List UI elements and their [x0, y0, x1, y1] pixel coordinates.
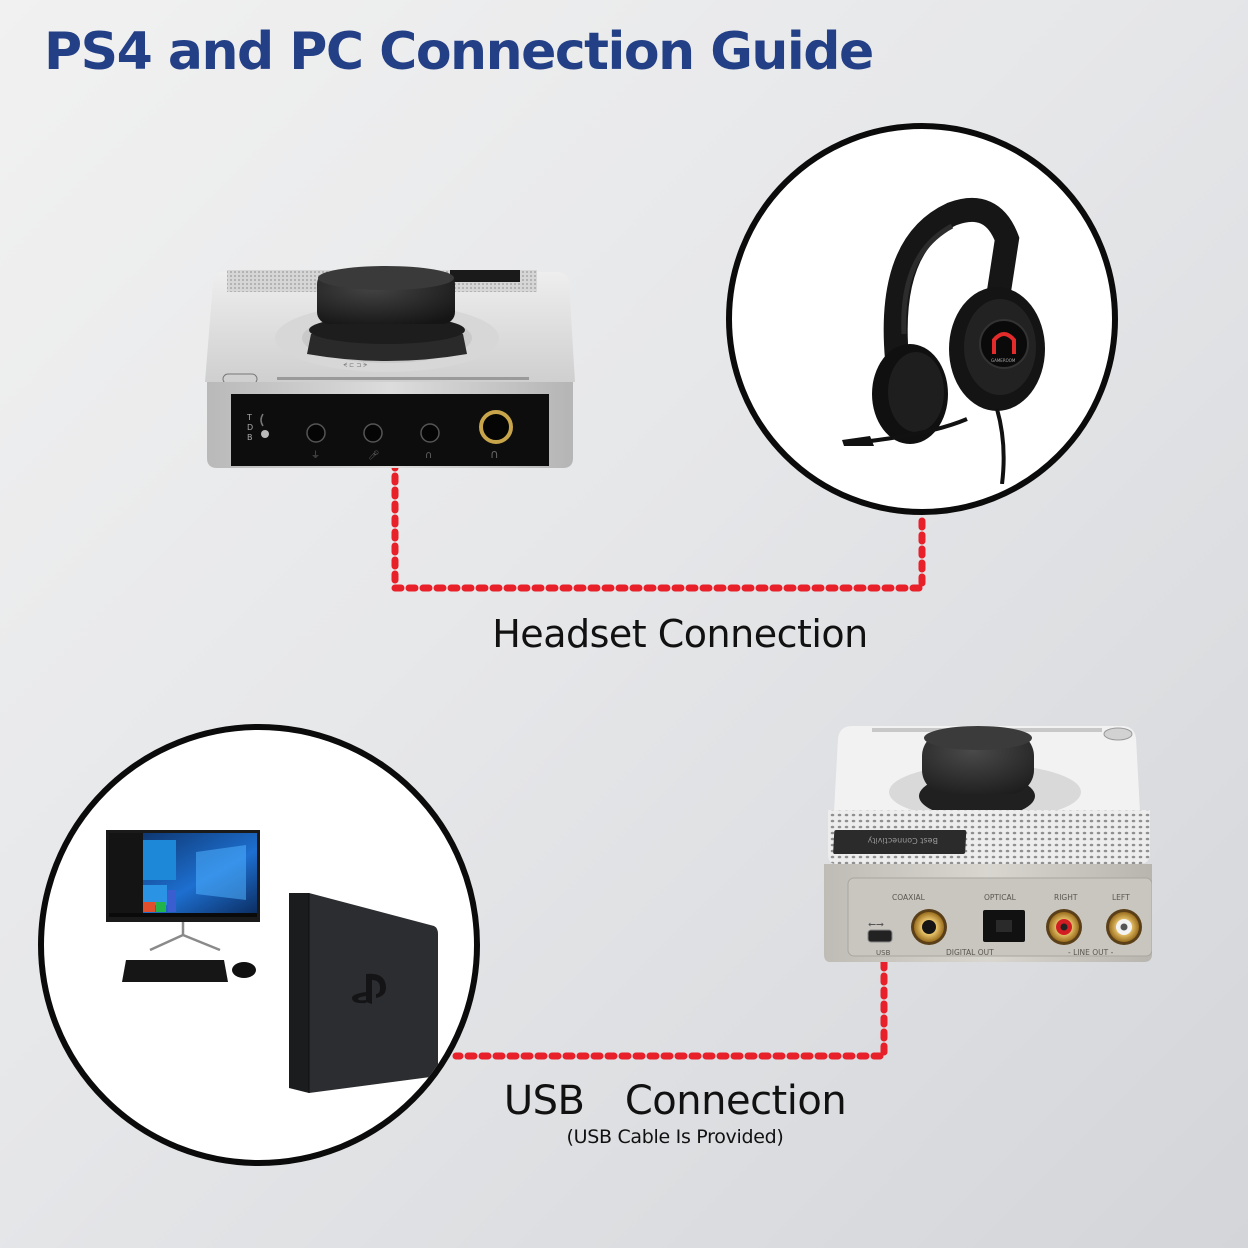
pc-monitor-icon: [106, 830, 266, 990]
switch-label-b: B: [247, 433, 253, 442]
usb-connection-caption: USB Connection: [503, 1078, 847, 1124]
svg-text:∩: ∩: [425, 450, 432, 461]
switch-label-t: T: [246, 413, 252, 422]
ps4-console-icon: [284, 888, 444, 1098]
coaxial-label: COAXIAL: [892, 893, 926, 902]
svg-text:GAMEROOM: GAMEROOM: [991, 358, 1016, 363]
usb-cable-note: (USB Cable Is Provided): [566, 1126, 784, 1148]
best-connectivity-plate: Best Connectivity: [867, 836, 938, 845]
amp-rear-panel: Best Connectivity COAXIAL OPTICAL RIGHT …: [822, 722, 1152, 962]
headset-circle: GAMEROOM: [726, 123, 1118, 515]
line-out-label: - LINE OUT -: [1068, 948, 1114, 957]
usb-label: USB: [876, 949, 891, 957]
headset-icon: GAMEROOM: [792, 184, 1092, 484]
svg-text:⭠⭢: ⭠⭢: [868, 919, 884, 930]
switch-label-d: D: [247, 423, 253, 432]
svg-text:ᗕ ⊏ ⊐ ᗒ: ᗕ ⊏ ⊐ ᗒ: [343, 362, 368, 369]
digital-out-label: DIGITAL OUT: [946, 948, 994, 957]
svg-text:🎤︎: 🎤︎: [368, 450, 379, 461]
right-label: RIGHT: [1054, 893, 1078, 902]
devices-circle: [38, 724, 480, 1166]
amp-front-panel: ᗕ ⊏ ⊐ ᗒ T D B ⏚ 🎤︎ ∩ ∩: [205, 262, 575, 470]
optical-label: OPTICAL: [984, 893, 1017, 902]
svg-text:∩: ∩: [490, 447, 499, 461]
headset-connection-caption: Headset Connection: [492, 612, 868, 656]
svg-text:⏚: ⏚: [311, 450, 320, 461]
left-label: LEFT: [1112, 893, 1130, 902]
page-title: PS4 and PC Connection Guide: [44, 22, 874, 82]
